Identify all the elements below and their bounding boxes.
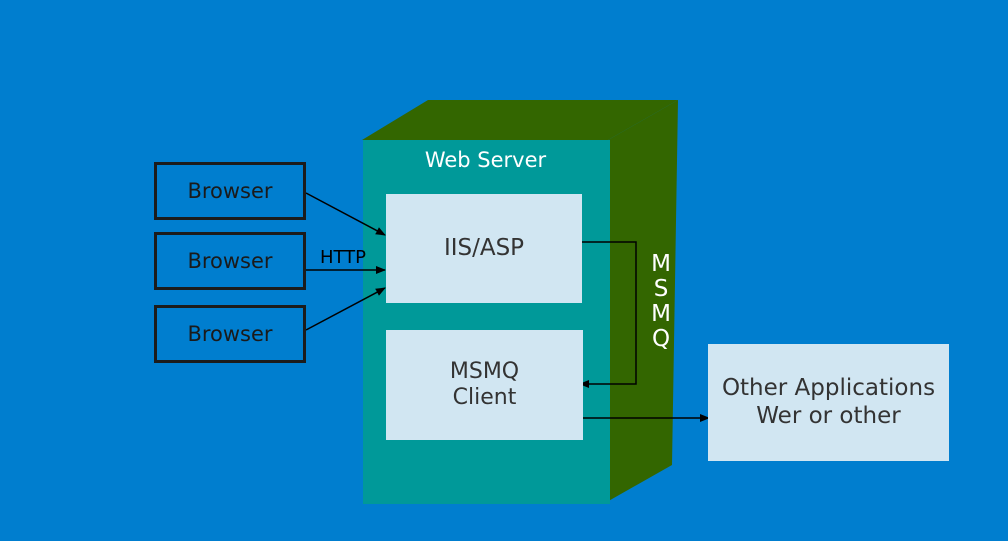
- server-side-face: [605, 100, 678, 503]
- arrow-browser3-to-iis: [305, 287, 386, 331]
- server-top-face: [362, 100, 678, 140]
- msmq-letter: Q: [651, 326, 671, 352]
- other-applications-box: Other Applications Wer or other: [708, 344, 949, 461]
- msmq-client-box: MSMQ Client: [386, 330, 583, 440]
- browser-box-1: Browser: [154, 162, 306, 220]
- browser-label: Browser: [187, 179, 273, 203]
- iis-asp-box: IIS/ASP: [386, 194, 582, 303]
- arrow-browser1-to-iis: [305, 192, 386, 236]
- web-server-title: Web Server: [424, 148, 547, 173]
- browser-box-3: Browser: [154, 305, 306, 363]
- msmq-letter: S: [653, 276, 669, 302]
- http-label: HTTP: [319, 247, 367, 269]
- browser-label: Browser: [187, 322, 273, 346]
- msmq-client-label-line2: Client: [452, 385, 517, 410]
- other-applications-line1: Other Applications: [721, 374, 936, 401]
- other-applications-line2: Wer or other: [756, 402, 901, 429]
- browser-box-2: Browser: [154, 232, 306, 290]
- msmq-letter: M: [651, 301, 671, 327]
- iis-asp-label: IIS/ASP: [443, 234, 525, 261]
- msmq-queue-connector: [579, 241, 637, 388]
- msmq-client-label-line1: MSMQ: [449, 358, 520, 384]
- browser-label: Browser: [187, 249, 273, 273]
- msmq-vertical-label: M S M Q: [646, 252, 676, 352]
- msmq-letter: M: [651, 251, 671, 277]
